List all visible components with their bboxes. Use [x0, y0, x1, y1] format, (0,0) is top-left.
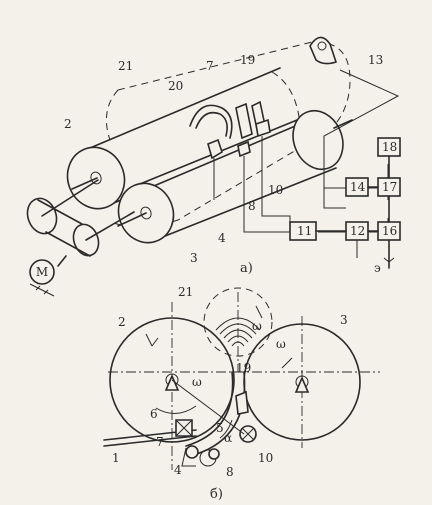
label-b-21: 21	[178, 285, 193, 299]
roller-2-section	[109, 317, 235, 443]
label-a-e: э	[374, 261, 381, 275]
label-a-21: 21	[118, 59, 133, 73]
signal-lines	[213, 69, 400, 233]
label-a-20: 20	[168, 79, 183, 93]
label-block-16: 16	[382, 224, 397, 238]
label-b-3: 3	[340, 313, 348, 327]
label-motor: M	[36, 265, 48, 279]
label-b-19: 19	[236, 361, 251, 375]
label-b-4: 4	[174, 463, 182, 477]
block-diagram	[289, 137, 401, 269]
label-b-1: 1	[112, 451, 120, 465]
clip-13	[309, 36, 338, 65]
label-b-10: 10	[258, 451, 273, 465]
element-21	[203, 287, 273, 357]
drive-pulleys	[26, 179, 135, 267]
label-a-13: 13	[368, 53, 383, 67]
diagram-a: M 2 21 20 7 19 13 3 4 8	[26, 36, 401, 297]
label-block-11: 11	[297, 224, 312, 238]
sensor-4	[185, 445, 199, 459]
guide-arc-19	[185, 371, 234, 447]
label-b-8: 8	[226, 465, 234, 479]
label-b-5: 5	[216, 421, 224, 435]
sensor-assembly	[189, 100, 271, 160]
label-a-19: 19	[240, 53, 255, 67]
caption-a: а)	[240, 261, 253, 276]
label-b-alpha: α	[224, 431, 232, 445]
label-block-14: 14	[350, 180, 366, 194]
label-block-18: 18	[382, 140, 397, 154]
sensor-8	[208, 448, 220, 460]
label-a-3: 3	[190, 251, 198, 265]
label-a-10: 10	[268, 183, 283, 197]
label-b-omega-2: ω	[252, 319, 262, 333]
label-a-4: 4	[218, 231, 226, 245]
label-a-7: 7	[206, 59, 214, 73]
label-block-17: 17	[382, 180, 397, 194]
diagram-b: 2 21 3 19 1 6 7 4 5 8 10 α ω ω ω б)	[103, 285, 380, 502]
label-b-7: 7	[156, 435, 164, 449]
label-b-omega-3: ω	[276, 337, 286, 351]
label-b-6: 6	[150, 407, 158, 421]
label-b-2: 2	[118, 315, 126, 329]
motor-m	[29, 259, 55, 285]
label-a-2: 2	[64, 117, 72, 131]
label-block-12: 12	[350, 224, 365, 238]
roller-3	[117, 109, 353, 244]
label-a-8: 8	[248, 199, 256, 213]
label-b-omega-1: ω	[192, 375, 202, 389]
caption-b: б)	[210, 487, 223, 502]
roller-2	[66, 67, 301, 210]
